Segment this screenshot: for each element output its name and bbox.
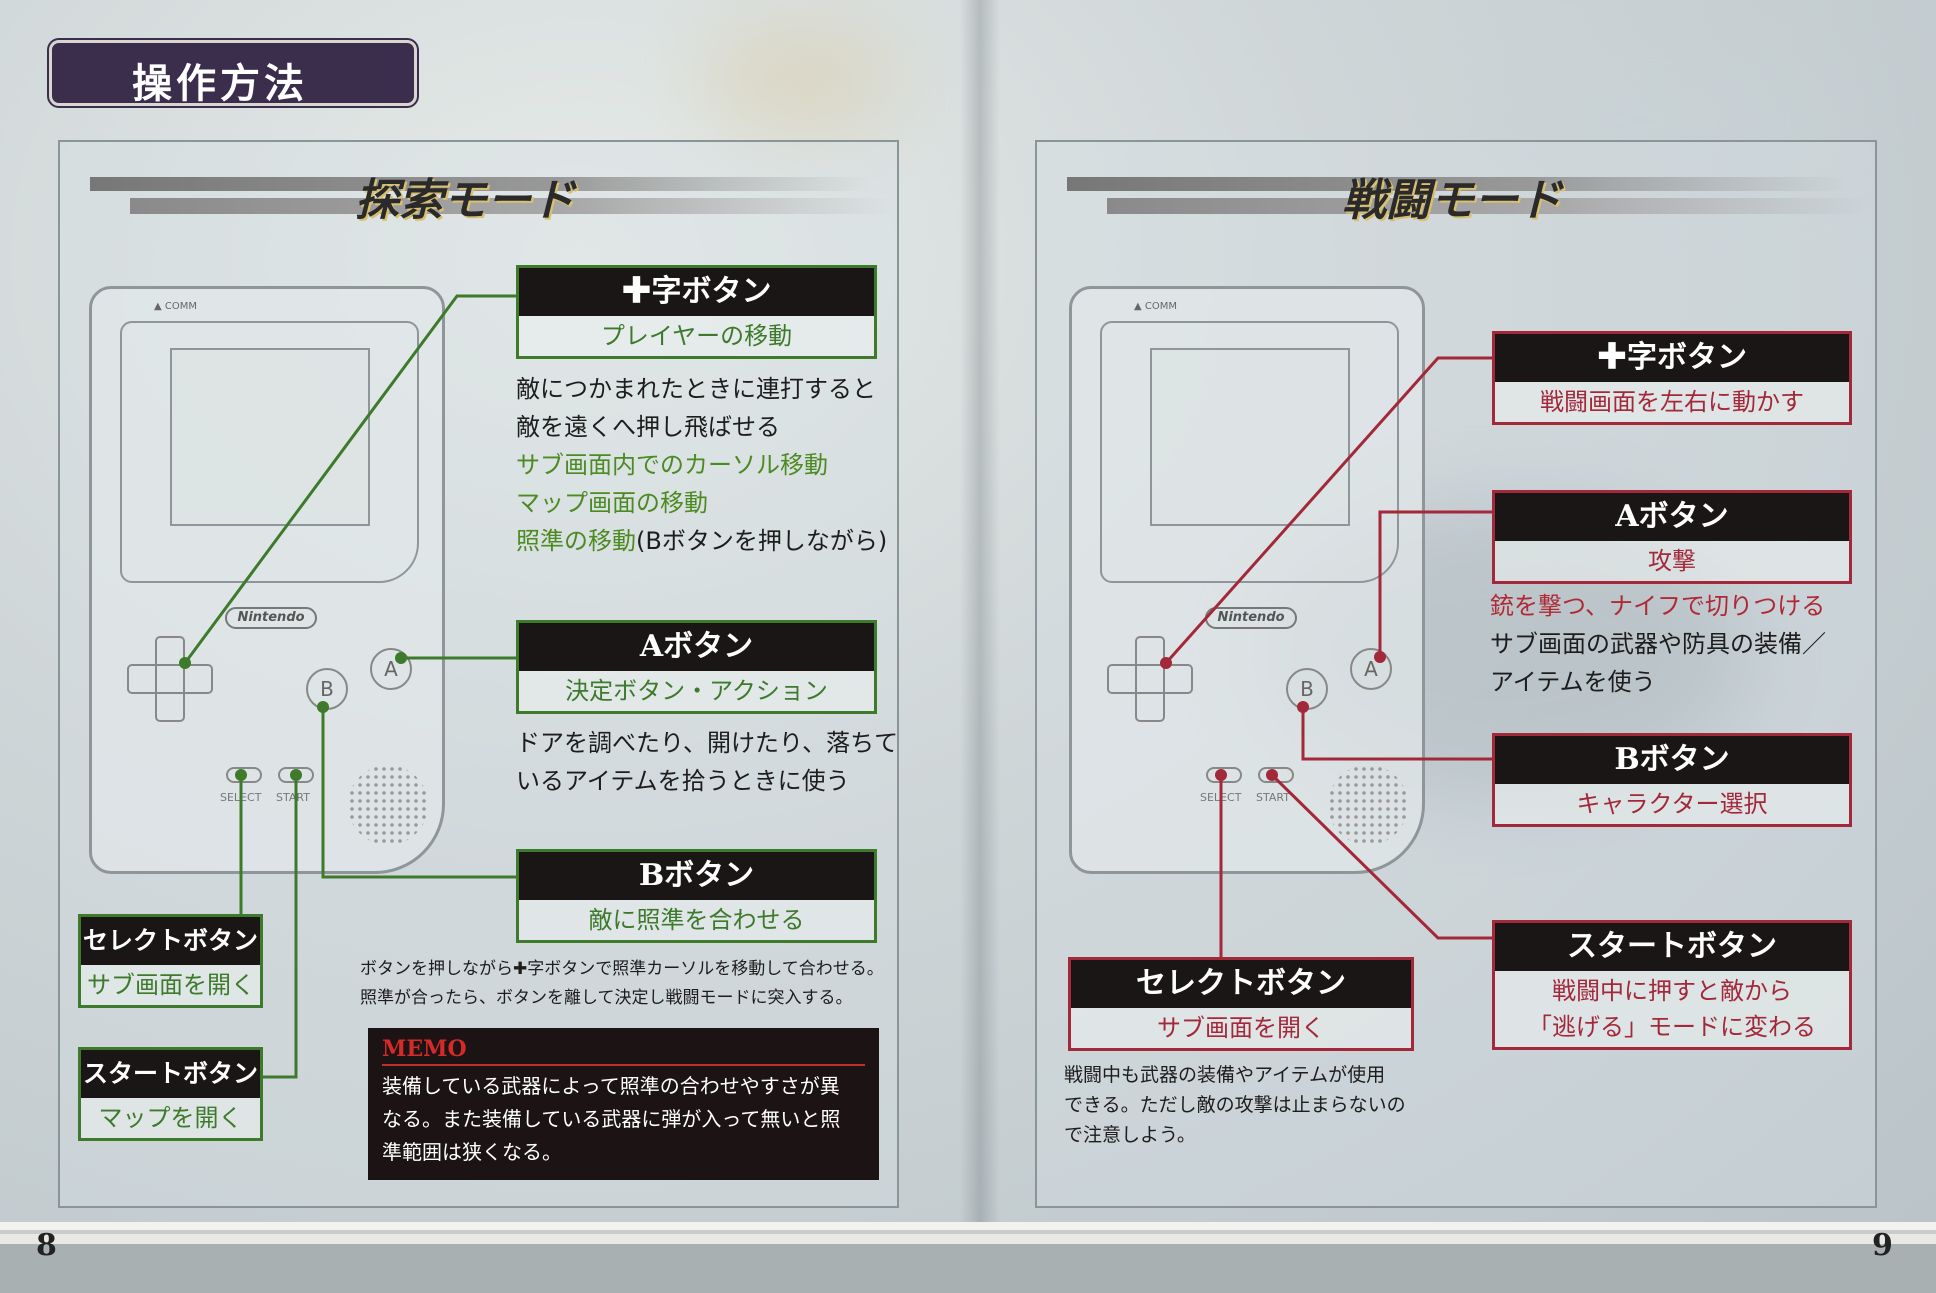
- start-label: START: [1256, 791, 1290, 804]
- memo-body: 装備している武器によって照準の合わせやすさが異なる。また装備している武器に弾が入…: [382, 1074, 841, 1164]
- start-button-box: スタートボタン マップを開く: [78, 1047, 263, 1141]
- select-button-icon: [1206, 767, 1242, 783]
- b-callout-line: [1301, 707, 1492, 761]
- box-title: ✚字ボタン: [519, 268, 874, 316]
- comm-label: ▲ COMM: [1134, 301, 1177, 312]
- page-footer-band: [0, 1222, 1936, 1293]
- gameboy-illustration: ▲ COMM Nintendo B A SELECT START: [1069, 286, 1425, 874]
- screen: [170, 348, 370, 526]
- dpad-icon: [127, 636, 213, 722]
- panel-title: 探索モード: [355, 175, 575, 226]
- speaker-icon: [348, 765, 428, 845]
- book-spine: [960, 0, 1000, 1230]
- start-button-icon: [1258, 767, 1294, 783]
- nintendo-logo: Nintendo: [225, 607, 317, 629]
- box-subtitle: プレイヤーの移動: [600, 322, 793, 350]
- b-callout-line: [321, 707, 516, 879]
- a-button-icon: A: [1350, 648, 1392, 690]
- a-button-box: Aボタン 決定ボタン・アクション: [516, 620, 877, 714]
- memo-title: MEMO: [382, 1036, 865, 1066]
- a-button-icon: A: [370, 648, 412, 690]
- start-button-box: スタートボタン 戦闘中に押すと敵から「逃げる」モードに変わる: [1492, 920, 1852, 1050]
- start-label: START: [276, 791, 310, 804]
- comm-label: ▲ COMM: [154, 301, 197, 312]
- a-button-description: ドアを調べたり、開けたり、落ちているアイテムを拾うときに使う: [516, 729, 899, 795]
- b-button-box: Bボタン 敵に照準を合わせる: [516, 849, 877, 943]
- dpad-box: ✚字ボタン プレイヤーの移動: [516, 265, 877, 359]
- b-button-box: Bボタン キャラクター選択: [1492, 733, 1852, 827]
- start-callout-line: [1270, 773, 1492, 940]
- gameboy-illustration: ▲ COMM Nintendo B A SELECT START: [89, 286, 445, 874]
- dpad-callout-line: [1164, 356, 1492, 664]
- screen-bezel: [1100, 321, 1399, 583]
- screen: [1150, 348, 1350, 526]
- select-button-icon: [226, 767, 262, 783]
- page-header: 操作方法: [49, 40, 417, 107]
- a-button-box: Aボタン 攻撃: [1492, 490, 1852, 584]
- dpad-box: ✚字ボタン 戦闘画面を左右に動かす: [1492, 331, 1852, 425]
- page-number-left: 8: [36, 1228, 57, 1263]
- select-button-description: 戦闘中も武器の装備やアイテムが使用できる。ただし敵の攻撃は止まらないので注意しよ…: [1064, 1064, 1406, 1146]
- screen-bezel: [120, 321, 419, 583]
- speaker-icon: [1328, 765, 1408, 845]
- a-button-description: 銃を撃つ、ナイフで切りつける サブ画面の武器や防具の装備／アイテムを使う: [1490, 592, 1826, 696]
- dpad-description: 敵につかまれたときに連打すると敵を遠くへ押し飛ばせる サブ画面内でのカーソル移動…: [516, 375, 888, 555]
- b-button-description: ボタンを押しながら✚字ボタンで照準カーソルを移動して合わせる。照準が合ったら、ボ…: [360, 959, 884, 1008]
- a-callout-line: [1378, 510, 1492, 657]
- page-number-right: 9: [1872, 1228, 1893, 1263]
- dpad-icon: [1107, 636, 1193, 722]
- panel-title-bar: 探索モード: [60, 142, 901, 226]
- panel-title: 戦闘モード: [1342, 175, 1562, 226]
- panel-title-bar: 戦闘モード: [1037, 142, 1879, 226]
- select-button-box: セレクトボタン サブ画面を開く: [78, 914, 263, 1008]
- dpad-callout-line: [183, 294, 516, 664]
- start-callout-line: [263, 775, 298, 1079]
- select-button-box: セレクトボタン サブ画面を開く: [1068, 957, 1414, 1051]
- memo-box: MEMO 装備している武器によって照準の合わせやすさが異なる。また装備している武…: [368, 1028, 879, 1180]
